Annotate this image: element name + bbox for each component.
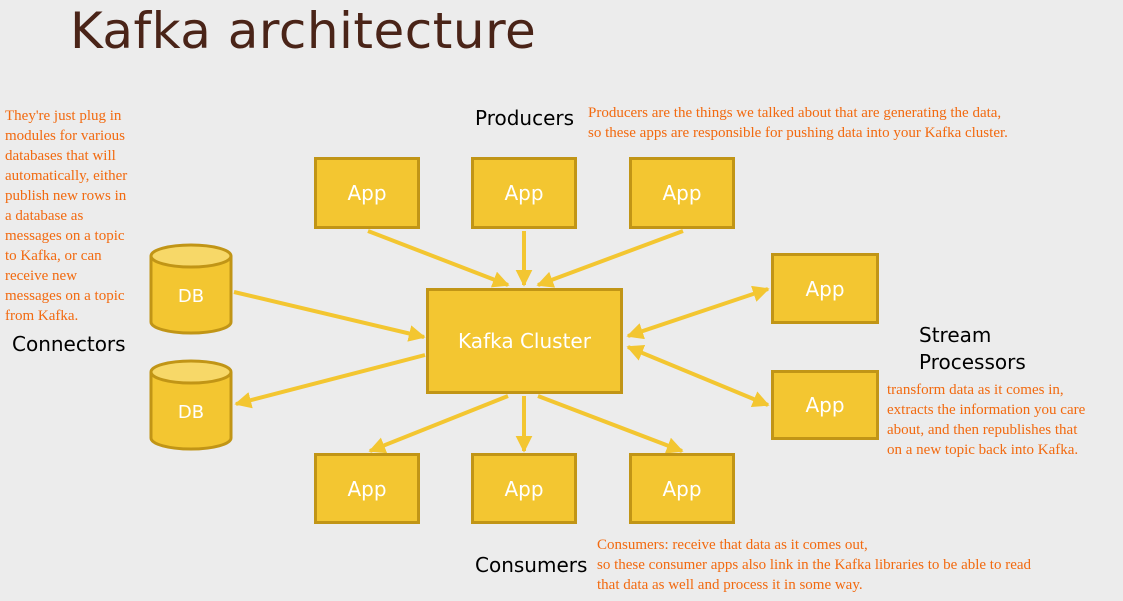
db-label: DB (178, 402, 204, 423)
producer-app-box: App (471, 157, 577, 229)
page-title: Kafka architecture (70, 2, 537, 60)
arrow-cluster-to-consumer-3 (537, 394, 684, 454)
producers-heading: Producers (475, 106, 575, 130)
connectors-note-line: messages on a topic (5, 228, 125, 244)
consumers-note-line: Consumers: receive that data as it comes… (597, 537, 868, 553)
kafka-cluster-box: Kafka Cluster (426, 288, 623, 394)
consumers-note-line: that data as well and process it in some… (597, 577, 863, 593)
consumers-note-line: so these consumer apps also link in the … (597, 557, 1032, 573)
connectors-note-line: modules for various (5, 128, 125, 144)
connectors-note-line: a database as (5, 208, 84, 224)
producers-note-line: so these apps are responsible for pushin… (588, 125, 1008, 141)
arrow-cluster-to-db (234, 353, 426, 409)
database-icon: DB (149, 243, 233, 335)
stream-processors-note: transform data as it comes in, extracts … (887, 380, 1085, 460)
arrow-db-to-cluster (233, 290, 426, 342)
connectors-note-line: messages on a topic (5, 288, 125, 304)
connectors-note-line: automatically, either (5, 168, 128, 184)
stream-processors-note-line: extracts the information you care (887, 402, 1086, 418)
producer-app-box: App (314, 157, 420, 229)
stream-processors-heading: Stream Processors (919, 322, 1026, 376)
db-label: DB (178, 286, 204, 307)
arrow-cluster-stream-processor-2 (626, 345, 770, 407)
connectors-note-line: to Kafka, or can (5, 248, 102, 264)
arrow-producer-3-to-cluster (536, 229, 684, 288)
connectors-note-line: from Kafka. (5, 308, 79, 324)
stream-processors-note-line: about, and then republishes that (887, 422, 1078, 438)
stream-processor-app-box: App (771, 370, 879, 440)
stream-processors-heading-line: Processors (919, 350, 1026, 374)
connectors-heading: Connectors (12, 332, 126, 356)
producers-note-line: Producers are the things we talked about… (588, 105, 1002, 121)
connectors-note-line: databases that will (5, 148, 116, 164)
consumer-app-box: App (471, 453, 577, 524)
consumers-note: Consumers: receive that data as it comes… (597, 535, 1031, 595)
arrow-cluster-stream-processor-1 (626, 285, 770, 340)
stream-processor-app-box: App (771, 253, 879, 324)
connectors-note-line: publish new rows in (5, 188, 127, 204)
arrow-cluster-to-consumer-1 (368, 394, 509, 454)
connectors-note: They're just plug in modules for various… (5, 106, 127, 326)
database-icon: DB (149, 359, 233, 451)
producers-note: Producers are the things we talked about… (588, 103, 1008, 143)
stream-processors-note-line: transform data as it comes in, (887, 382, 1064, 398)
consumer-app-box: App (629, 453, 735, 524)
arrow-producer-1-to-cluster (367, 229, 510, 288)
stream-processors-heading-line: Stream (919, 323, 992, 347)
consumers-heading: Consumers (475, 553, 588, 577)
producer-app-box: App (629, 157, 735, 229)
stream-processors-note-line: on a new topic back into Kafka. (887, 442, 1079, 458)
connectors-note-line: receive new (5, 268, 78, 284)
consumer-app-box: App (314, 453, 420, 524)
connectors-note-line: They're just plug in (5, 108, 122, 124)
